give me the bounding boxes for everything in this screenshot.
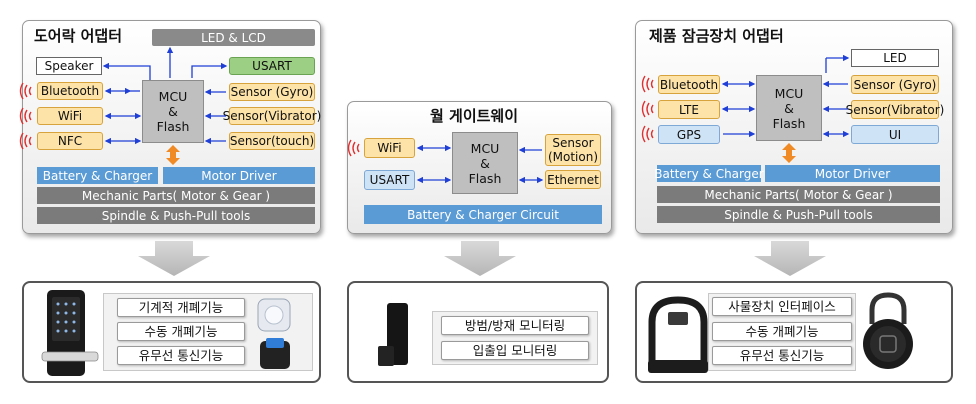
mcu-amp: & (480, 155, 490, 171)
feature-manual-open-left: 수동 개폐기능 (117, 322, 245, 341)
feature-comm-left: 유무선 통신기능 (117, 346, 245, 365)
spindle-bar-right: Spindle & Push-Pull tools (657, 206, 940, 223)
sensor-vibrator-left: Sensor(Vibrator) (222, 107, 322, 125)
bluetooth-box-right: Bluetooth (658, 75, 720, 94)
usart-box-left: USART (229, 57, 315, 75)
left-connectors (102, 46, 228, 145)
wifi-box: WiFi (37, 107, 103, 125)
gps-box: GPS (658, 125, 720, 144)
feature-access-monitor: 입출입 모니터링 (441, 341, 589, 360)
motor-driver-bar-right: Motor Driver (765, 165, 940, 182)
mcu-flash-mid: MCU & Flash (452, 132, 518, 194)
panel-left-title: 도어락 어댑터 (34, 27, 123, 45)
ui-box: UI (851, 125, 939, 144)
sensor-gyro-left: Sensor (Gyro) (229, 83, 315, 101)
mcu-label: MCU (774, 85, 804, 101)
motion-label: (Motion) (547, 150, 599, 164)
lte-box: LTE (658, 100, 720, 119)
panel-right-title: 제품 잠금장치 어댑터 (649, 27, 784, 45)
led-lcd-bar: LED & LCD (152, 29, 315, 46)
sensor-motion-box: Sensor (Motion) (545, 134, 601, 166)
feature-security-monitor: 방범/방재 모니터링 (441, 316, 589, 335)
panel-mid-title: 월 게이트웨이 (430, 107, 519, 125)
right-connectors (721, 54, 850, 138)
mcu-label: MCU (158, 89, 188, 104)
mcu-flash-right: MCU & Flash (756, 75, 822, 141)
wall-gateway-icon (378, 303, 408, 366)
feature-iot-interface: 사물장치 인터페이스 (712, 297, 852, 316)
nfc-box: NFC (37, 132, 103, 150)
padlock-icon (863, 292, 913, 369)
mid-connectors (416, 144, 544, 184)
down-arrows (138, 241, 826, 276)
speaker-box: Speaker (36, 57, 102, 75)
feature-mechanical-open: 기계적 개폐기능 (117, 298, 245, 317)
mcu-label: MCU (470, 140, 500, 156)
feature-comm-right: 유무선 통신기능 (712, 346, 852, 365)
feature-manual-open-right: 수동 개폐기능 (712, 322, 852, 341)
mcu-amp: & (168, 104, 178, 119)
power-arrows (166, 143, 796, 165)
bluetooth-box: Bluetooth (37, 82, 103, 100)
mcu-flash-left: MCU & Flash (142, 80, 204, 143)
usart-box-mid: USART (364, 170, 415, 190)
wireless-icons (19, 75, 654, 157)
mechanic-parts-bar-right: Mechanic Parts( Motor & Gear ) (657, 186, 940, 203)
bike-lock-icon (648, 296, 708, 373)
sensor-vibrator-right: Sensor(Vibrator) (846, 100, 944, 119)
battery-charger-circuit-bar: Battery & Charger Circuit (364, 205, 602, 224)
sensor-touch-left: Sensor(touch) (229, 132, 315, 150)
motor-driver-bar-left: Motor Driver (163, 167, 315, 184)
adapter-module-icon (257, 298, 291, 369)
flash-label: Flash (156, 119, 190, 134)
mechanic-parts-bar-left: Mechanic Parts( Motor & Gear ) (37, 187, 315, 204)
flash-label: Flash (772, 115, 806, 131)
mcu-amp: & (784, 100, 794, 116)
ethernet-box: Ethernet (545, 170, 601, 189)
led-box-right: LED (851, 49, 939, 67)
spindle-bar-left: Spindle & Push-Pull tools (37, 207, 315, 224)
sensor-gyro-right: Sensor (Gyro) (851, 75, 939, 94)
battery-charger-bar-left: Battery & Charger (37, 167, 158, 184)
door-lock-icon (41, 290, 99, 376)
flash-label: Flash (468, 170, 502, 186)
wifi-box-mid: WiFi (364, 138, 415, 158)
sensor-label: Sensor (552, 136, 594, 150)
battery-charger-bar-right: Battery & Charger (654, 165, 764, 182)
